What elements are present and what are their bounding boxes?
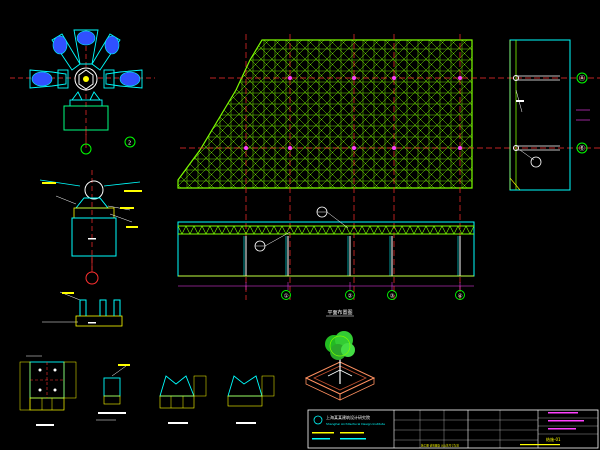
title-block: 上海某某建筑设计研究院 Shanghai Architectural Desig…: [307, 409, 599, 449]
axis-3: ③: [390, 294, 395, 300]
side-axis-b: Ⓑ: [579, 145, 585, 153]
bottom-note: 施工图 请勿量取 以标注尺寸为准: [421, 444, 459, 448]
svg-text:2: 2: [128, 141, 131, 147]
joint-section-detail: [39, 170, 142, 285]
axis-2: ②: [348, 293, 353, 300]
front-elevation: ① ② ③ ④ 平面布置图: [177, 206, 475, 317]
stiffener-detail-b: [159, 375, 207, 424]
plan-caption: 平面布置图: [327, 309, 352, 316]
embedded-plate-detail: [19, 355, 77, 426]
isometric-planter: [304, 331, 376, 401]
elevation-axis-markers: ① ② ③ ④: [281, 290, 465, 300]
side-elevation: Ⓐ Ⓑ: [509, 39, 590, 191]
side-axis-a: Ⓐ: [579, 75, 585, 83]
company-name: 上海某某建筑设计研究院: [326, 414, 370, 420]
base-plate-detail: [42, 291, 123, 327]
stiffener-detail-c: [227, 375, 275, 424]
company-name-en: Shanghai Architectural Design Institute: [326, 422, 385, 426]
axis-4: ④: [458, 294, 463, 300]
sheet-code: 结施-01: [546, 436, 561, 442]
stiffener-detail-a: [96, 364, 130, 421]
roof-truss: [177, 225, 475, 235]
axis-1: ①: [284, 294, 289, 300]
joint-plan-detail: 2: [10, 29, 155, 155]
